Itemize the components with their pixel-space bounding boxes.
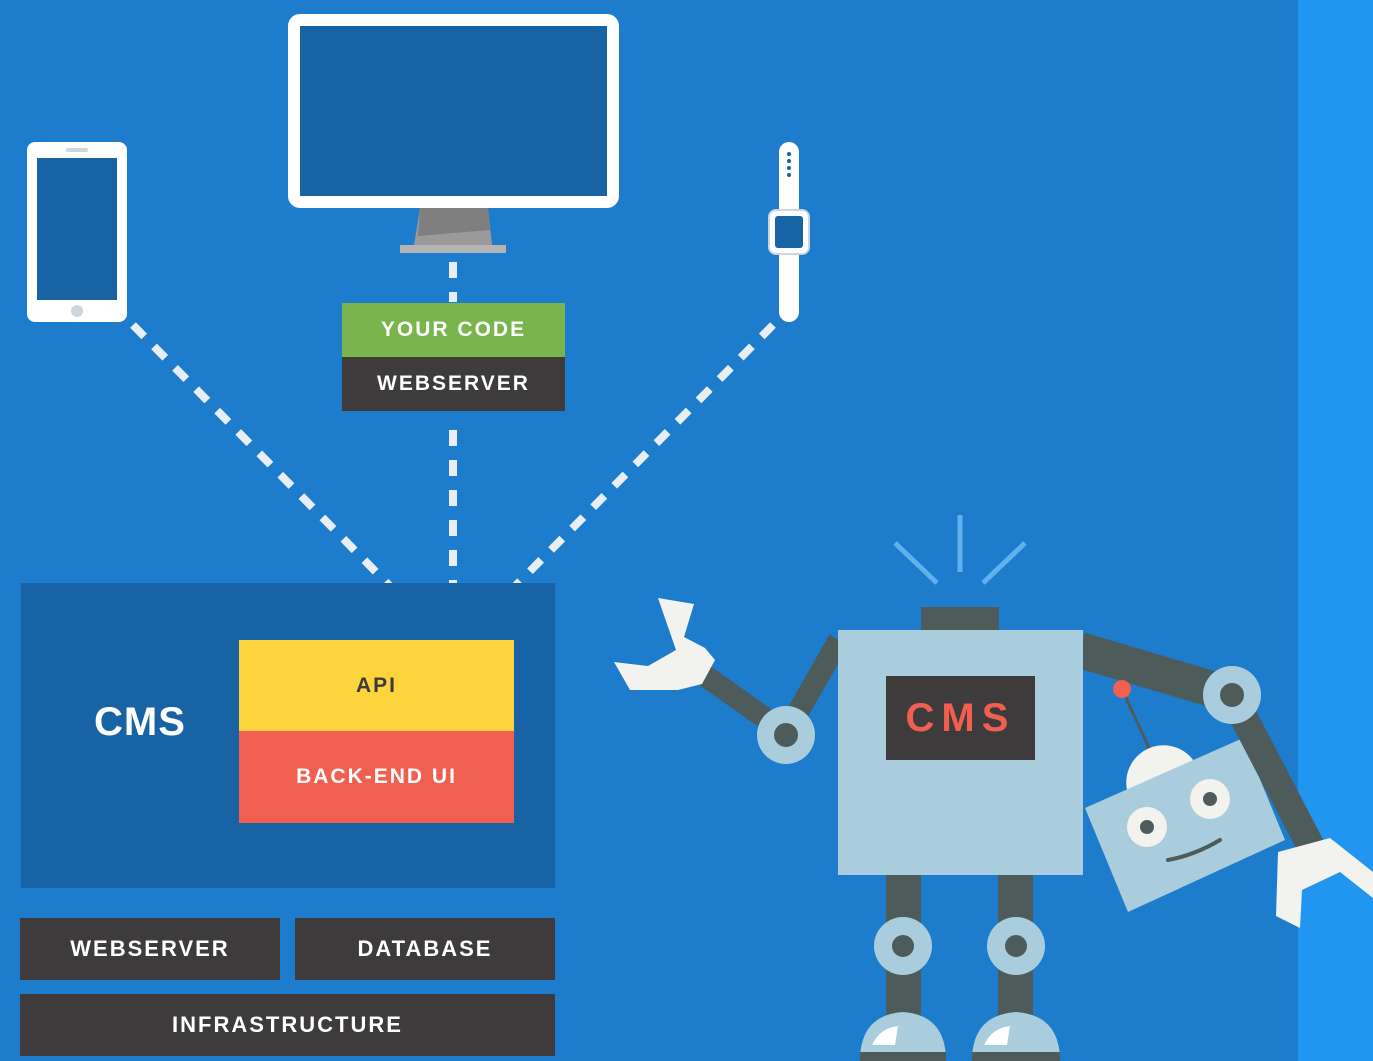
robot-head-icon (1085, 680, 1285, 912)
claw-icon (1276, 838, 1373, 928)
cms-label: CMS (94, 700, 186, 744)
infrastructure-block: INFRASTRUCTURE (20, 994, 555, 1056)
robot-cms-badge: CMS (886, 676, 1035, 760)
backend-ui-block: BACK-END UI (239, 731, 514, 823)
code-webserver-block: WEBSERVER (342, 357, 565, 411)
smartwatch-icon (768, 142, 810, 322)
your-code-block: YOUR CODE (342, 303, 565, 357)
connector-lines (130, 262, 776, 637)
watch-connector (465, 322, 776, 637)
infra-webserver-block: WEBSERVER (20, 918, 280, 980)
phone-connector (130, 322, 440, 637)
database-block: DATABASE (295, 918, 555, 980)
desktop-monitor-icon (288, 14, 619, 253)
wrench-icon (614, 598, 715, 690)
robot-illustration (614, 515, 1373, 1061)
robot-signal-icon (893, 515, 1027, 585)
phone-icon (27, 142, 127, 322)
api-block: API (239, 640, 514, 731)
